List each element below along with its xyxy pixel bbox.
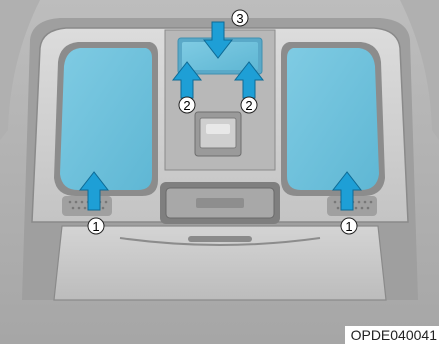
callout-1-right: 1 xyxy=(341,218,357,234)
callout-2-left: 2 xyxy=(179,97,195,113)
figure-reference-code: OPDE040041 xyxy=(345,326,439,344)
callout-3: 3 xyxy=(232,10,248,26)
callout-1-left-text: 1 xyxy=(92,219,99,234)
callout-1-right-text: 1 xyxy=(345,219,352,234)
sunglass-holder-slot xyxy=(196,198,244,208)
map-lamp-left-lens xyxy=(60,48,152,190)
sunroof-switch-highlight xyxy=(206,124,230,134)
microphone-grille-left xyxy=(62,196,112,216)
callout-3-text: 3 xyxy=(236,11,243,26)
callout-2-left-text: 2 xyxy=(183,98,190,113)
callout-2-right: 2 xyxy=(241,97,257,113)
map-lamp-right-lens xyxy=(287,48,379,190)
callout-1-left: 1 xyxy=(88,218,104,234)
callout-2-right-text: 2 xyxy=(245,98,252,113)
lid-handle xyxy=(188,236,252,242)
